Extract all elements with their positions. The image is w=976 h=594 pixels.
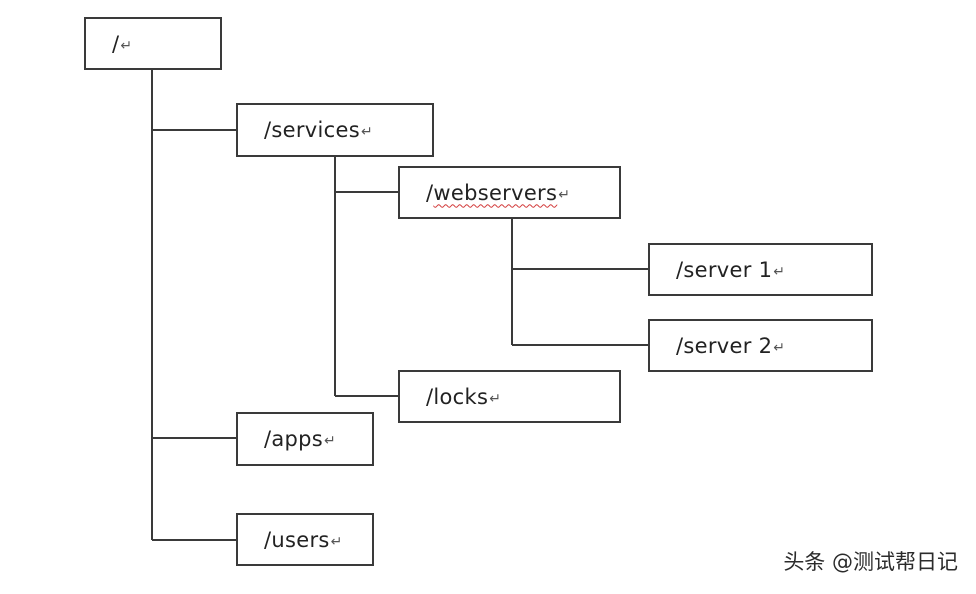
watermark-text: 头条 @测试帮日记 <box>783 550 958 574</box>
node-server1-label: /server 1 <box>676 257 773 282</box>
node-webservers-label: webservers <box>433 180 558 205</box>
node-services-label: /services <box>264 118 360 142</box>
node-users-label: /users <box>264 527 330 552</box>
node-webservers-prefix: / <box>426 180 434 205</box>
return-glyph: ↵ <box>773 339 786 356</box>
node-root: /↵ <box>84 17 222 70</box>
node-services: /services↵ <box>236 103 434 157</box>
node-server2: /server 2↵ <box>648 319 873 372</box>
node-server2-label: /server 2 <box>676 333 773 358</box>
return-glyph: ↵ <box>558 186 571 203</box>
node-locks-label: /locks <box>426 384 489 409</box>
node-users: /users↵ <box>236 513 374 566</box>
node-apps-label: /apps <box>264 427 324 451</box>
node-apps: /apps↵ <box>236 412 374 466</box>
node-root-label: / <box>112 31 120 56</box>
return-glyph: ↵ <box>120 37 133 54</box>
return-glyph: ↵ <box>324 433 337 449</box>
return-glyph: ↵ <box>360 124 373 140</box>
node-locks: /locks↵ <box>398 370 621 423</box>
return-glyph: ↵ <box>489 390 502 407</box>
return-glyph: ↵ <box>773 263 786 280</box>
return-glyph: ↵ <box>330 533 343 550</box>
node-webservers: /webservers↵ <box>398 166 621 219</box>
node-server1: /server 1↵ <box>648 243 873 296</box>
